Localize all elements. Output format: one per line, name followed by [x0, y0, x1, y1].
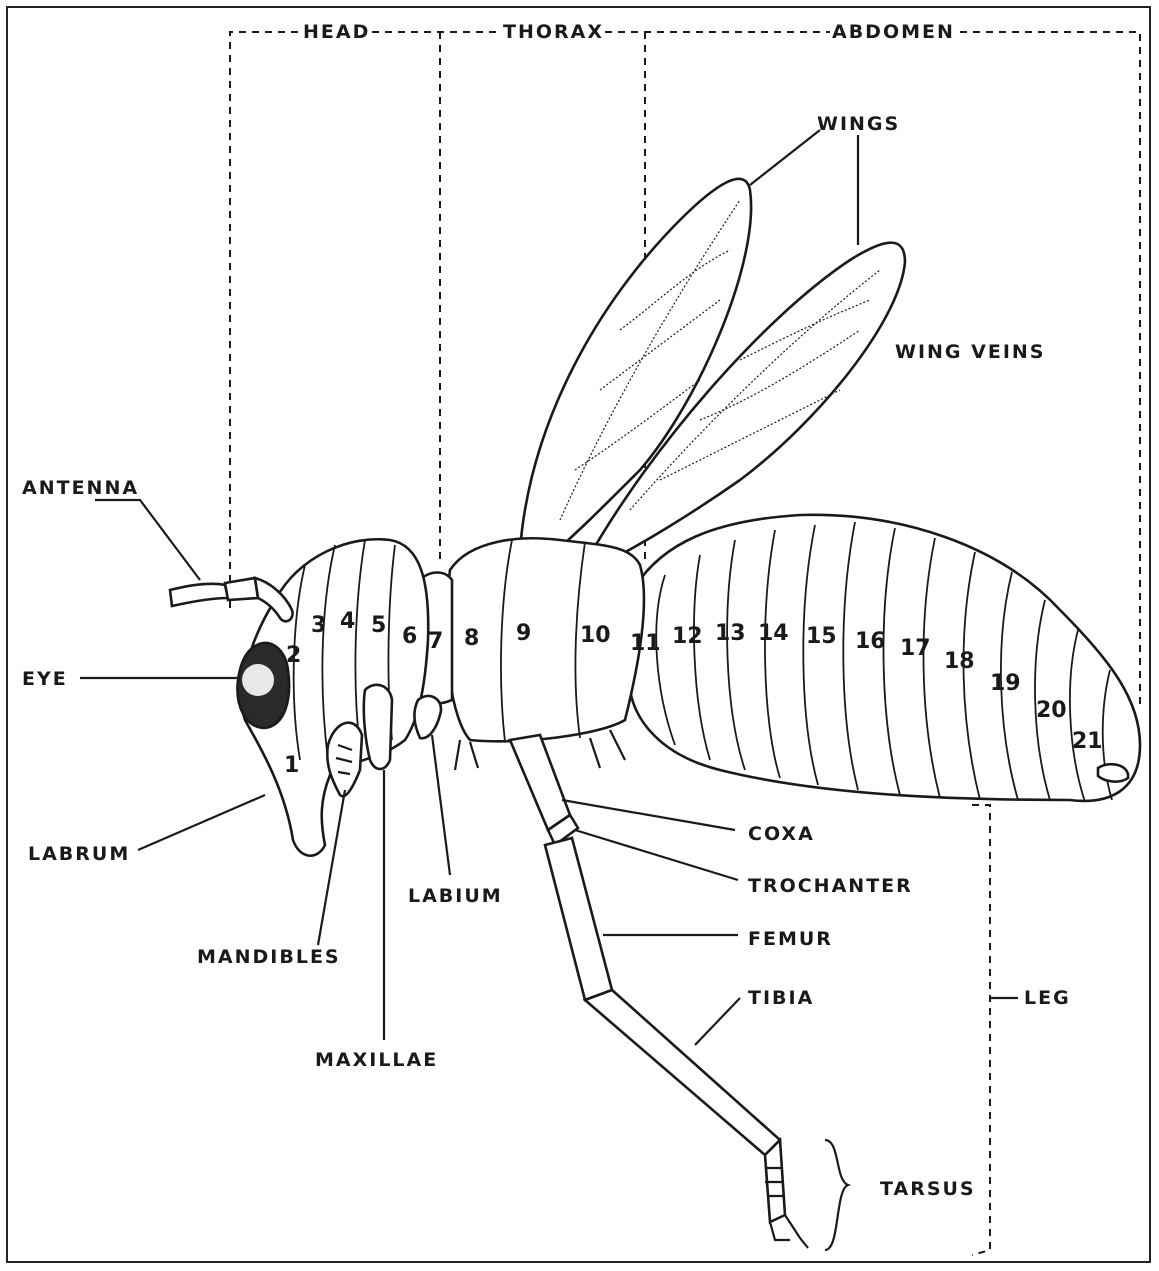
segment-number: 6 [402, 624, 417, 649]
region-label-thorax: THORAX [503, 21, 604, 43]
label-leg: LEG [1024, 987, 1071, 1009]
labium-part [414, 696, 441, 738]
tibia [585, 990, 780, 1155]
segment-number: 20 [1036, 698, 1067, 723]
label-tarsus: TARSUS [880, 1178, 976, 1200]
label-wings: WINGS [817, 113, 900, 135]
coxa [510, 735, 570, 830]
wings [520, 179, 905, 560]
thorax [446, 538, 644, 770]
segment-number: 14 [758, 621, 789, 646]
label-antenna: ANTENNA [22, 477, 139, 499]
region-label-head: HEAD [303, 21, 370, 43]
segment-number: 13 [715, 621, 746, 646]
label-femur: FEMUR [748, 928, 833, 950]
segment-number: 8 [464, 626, 479, 651]
maxilla [364, 685, 392, 769]
label-tibia: TIBIA [748, 987, 814, 1009]
segment-number: 9 [516, 621, 531, 646]
label-labium: LABIUM [408, 885, 503, 907]
segment-number: 16 [855, 629, 886, 654]
segment-number: 18 [944, 649, 975, 674]
label-trochanter: TROCHANTER [748, 875, 913, 897]
eye-highlight [242, 664, 274, 696]
label-eye: EYE [22, 668, 68, 690]
femur [545, 838, 612, 1000]
region-label-abdomen: ABDOMEN [832, 21, 955, 43]
label-labrum: LABRUM [28, 843, 130, 865]
label-maxillae: MAXILLAE [315, 1049, 438, 1071]
segment-number: 5 [371, 613, 386, 638]
segment-number: 15 [806, 624, 837, 649]
segment-number: 17 [900, 636, 931, 661]
label-wing-veins: WING VEINS [895, 341, 1045, 363]
segment-number: 7 [428, 629, 443, 654]
segment-number: 11 [630, 631, 661, 656]
segment-number: 12 [672, 624, 703, 649]
label-coxa: COXA [748, 823, 815, 845]
abdomen [630, 515, 1140, 802]
label-mandibles: MANDIBLES [197, 946, 341, 968]
segment-number: 21 [1072, 729, 1103, 754]
segment-number: 10 [580, 623, 611, 648]
segment-number: 1 [284, 753, 299, 778]
segment-number: 19 [990, 671, 1021, 696]
segment-number: 4 [340, 609, 355, 634]
segment-number: 3 [311, 613, 326, 638]
segment-number: 2 [286, 643, 301, 668]
